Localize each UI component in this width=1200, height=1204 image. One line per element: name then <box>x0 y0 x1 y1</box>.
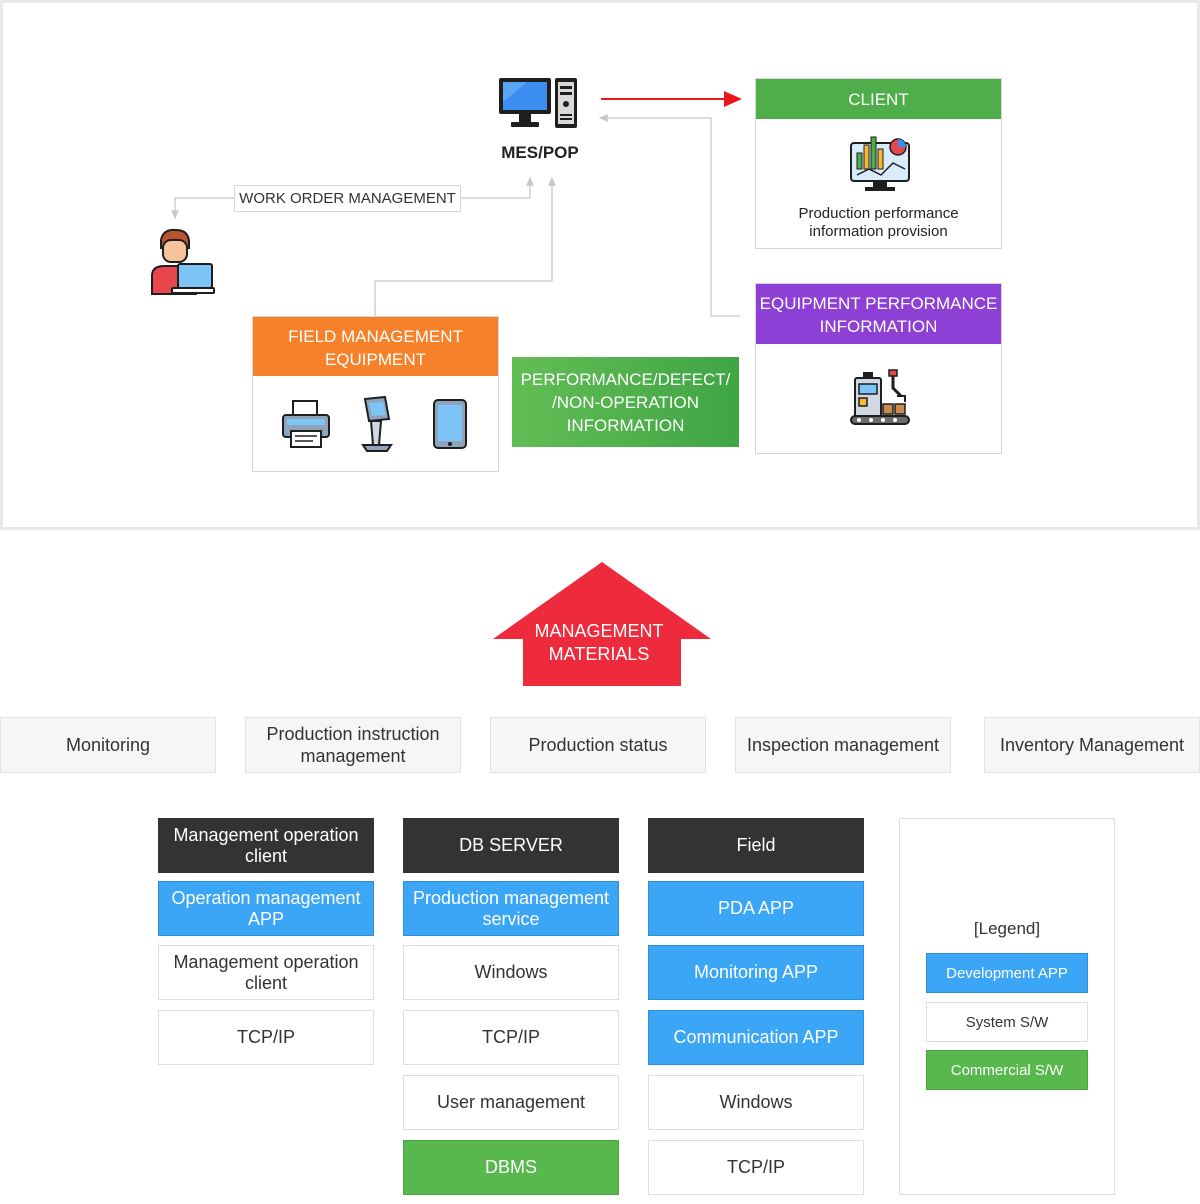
field-equipment-header-line2: EQUIPMENT <box>324 350 427 369</box>
printer-icon <box>281 399 331 451</box>
col2-dbms: DBMS <box>403 1140 619 1195</box>
field-equipment-header-line1: FIELD MANAGEMENT <box>288 327 463 346</box>
factory-robot-icon <box>849 368 911 430</box>
equipment-performance-header-line1: EQUIPMENT PERFORMANCE <box>759 294 998 313</box>
module-label-line1: Monitoring <box>65 735 151 755</box>
performance-defect-info-box: PERFORMANCE/DEFECT/ /NON-OPERATION INFOR… <box>512 357 739 447</box>
col3-communication-app: Communication APP <box>648 1010 864 1065</box>
equipment-performance-card: EQUIPMENT PERFORMANCE INFORMATION <box>755 283 1002 454</box>
tablet-icon <box>433 399 467 449</box>
client-caption-line2: information provision <box>809 222 948 240</box>
col2-production-management-service: Production management service <box>403 881 619 936</box>
client-card: CLIENT Production performance informatio… <box>755 78 1002 249</box>
legend-commercial-sw: Commercial S/W <box>926 1050 1088 1090</box>
field-management-equipment-card: FIELD MANAGEMENT EQUIPMENT <box>252 316 499 472</box>
legend-title: [Legend] <box>973 919 1041 938</box>
equipment-performance-header: EQUIPMENT PERFORMANCE INFORMATION <box>756 284 1001 344</box>
col2-user-management: User management <box>403 1075 619 1130</box>
module-production-status: Production status <box>490 717 706 773</box>
col1-header: Management operation client <box>158 818 374 873</box>
col3-header: Field <box>648 818 864 873</box>
worker-laptop-icon <box>148 228 216 298</box>
module-inventory-management: Inventory Management <box>984 717 1200 773</box>
mes-pop-label: MES/POP <box>501 143 579 162</box>
col1-tcp-ip: TCP/IP <box>158 1010 374 1065</box>
col1-operation-management-app: Operation management APP <box>158 881 374 936</box>
performance-line1: PERFORMANCE/DEFECT/ <box>520 370 731 389</box>
col3-monitoring-app: Monitoring APP <box>648 945 864 1000</box>
management-materials-line2: MATERIALS <box>548 644 650 664</box>
col3-tcp-ip: TCP/IP <box>648 1140 864 1195</box>
equipment-performance-header-line2: INFORMATION <box>819 317 938 336</box>
legend-system-sw: System S/W <box>926 1002 1088 1042</box>
desktop-computer-icon <box>497 76 581 132</box>
legend-development-app: Development APP <box>926 953 1088 993</box>
col1-management-operation-client: Management operation client <box>158 945 374 1000</box>
performance-line2: /NON-OPERATION <box>551 393 700 412</box>
col3-pda-app: PDA APP <box>648 881 864 936</box>
performance-line3: INFORMATION <box>566 416 685 435</box>
col2-tcp-ip: TCP/IP <box>403 1010 619 1065</box>
work-order-management-label: WORK ORDER MANAGEMENT <box>234 185 461 212</box>
connector-lines <box>171 91 742 317</box>
client-header: CLIENT <box>756 79 1001 119</box>
col2-header: DB SERVER <box>403 818 619 873</box>
management-materials-arrow <box>493 562 711 686</box>
col3-windows: Windows <box>648 1075 864 1130</box>
management-materials-line1: MANAGEMENT <box>534 621 664 641</box>
module-label-line2: management <box>300 746 406 766</box>
client-caption-line1: Production performance <box>798 204 959 222</box>
module-label-line1: Production status <box>528 735 668 755</box>
kiosk-icon <box>359 395 395 453</box>
module-production-instruction: Production instruction management <box>245 717 461 773</box>
module-monitoring: Monitoring <box>0 717 216 773</box>
module-inspection-management: Inspection management <box>735 717 951 773</box>
module-label-line1: Inventory Management <box>999 735 1185 755</box>
module-label-line1: Inspection management <box>746 735 940 755</box>
module-label-line1: Production instruction <box>266 724 440 744</box>
col2-windows: Windows <box>403 945 619 1000</box>
analytics-monitor-icon <box>849 133 911 193</box>
field-equipment-header: FIELD MANAGEMENT EQUIPMENT <box>253 317 498 376</box>
